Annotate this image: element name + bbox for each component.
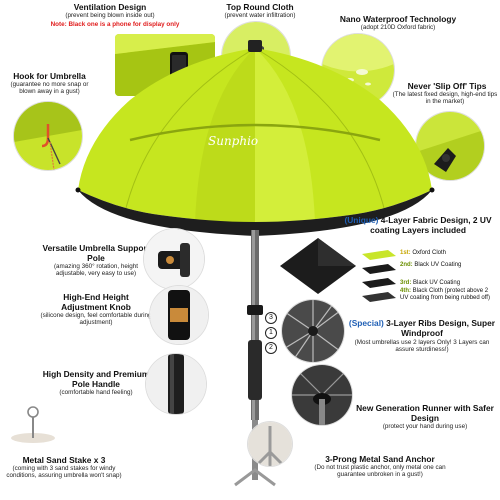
pole-joint-photo — [144, 229, 204, 289]
ventilation-subtitle: (prevent being blown inside out) — [65, 12, 155, 19]
marker-1-badge: 1 — [265, 327, 277, 339]
ribs-title-prefix: (Special) — [348, 318, 384, 328]
pole-subtitle: (amazing 360° rotation, height adjustabl… — [53, 263, 139, 278]
fabric-layer-diagram — [358, 248, 398, 308]
top-cloth-title: Top Round Cloth — [226, 2, 294, 12]
layer-text: Black UV Coating — [413, 280, 461, 286]
runner-title: New Generation Runner with Safer Design — [356, 403, 494, 423]
ventilation-title: Ventilation Design — [73, 2, 147, 12]
handle-title: High Density and Premium Pole Handle — [42, 369, 150, 389]
nano-subtitle: (adopt 210D Oxford fabric) — [360, 24, 436, 31]
layer-number: 2nd: — [400, 262, 413, 268]
layer-text: Black Cloth (protect above 2 UV coating … — [400, 288, 490, 301]
layer-number: 4th: — [400, 288, 411, 294]
hook-subtitle: (guarantee no more snap or blown away in… — [10, 81, 89, 96]
fabric-layer-3: 3rd: Black UV Coating — [400, 280, 498, 287]
ribs-title-text: 3-Layer Ribs Design, Super Windproof — [386, 318, 496, 338]
anchor-subtitle: (Do not trust plastic anchor, only metal… — [314, 464, 446, 479]
umbrella-illustration — [60, 40, 450, 500]
stake-title: Metal Sand Stake x 3 — [22, 455, 106, 465]
slip-subtitle: (The latest fixed design, high-end tips … — [392, 91, 498, 106]
anchor-photo — [248, 422, 292, 466]
rib-number-badge: 3 — [265, 312, 277, 324]
runner-subtitle: (protect your hand during use) — [382, 423, 468, 430]
fabric-title-text: 4-Layer Fabric Design, 2 UV coating Laye… — [370, 215, 492, 235]
marker-2-badge: 2 — [265, 342, 277, 354]
layer-number: 1st: — [400, 250, 411, 256]
top-cloth-subtitle: (prevent water infiltration) — [224, 12, 296, 19]
fabric-layer-2: 2nd: Black UV Coating — [400, 262, 498, 269]
anchor-title: 3-Prong Metal Sand Anchor — [325, 454, 435, 464]
nano-title: Nano Waterproof Technology — [339, 14, 457, 24]
fabric-layer-4: 4th: Black Cloth (protect above 2 UV coa… — [400, 288, 498, 302]
brand-logo: Sunphio — [208, 134, 259, 148]
layer-text: Oxford Cloth — [412, 250, 447, 256]
runner-photo — [292, 365, 352, 425]
slip-title: Never 'Slip Off' Tips — [407, 81, 487, 91]
ventilation-note: Note: Black one is a phone for display o… — [50, 21, 180, 28]
hook-photo — [14, 102, 82, 170]
fabric-photo — [278, 236, 358, 296]
fabric-layer-1: 1st: Oxford Cloth — [400, 250, 498, 257]
pole-title: Versatile Umbrella Support Pole — [42, 243, 150, 263]
layer-number: 3rd: — [400, 280, 412, 286]
knob-subtitle: (silicone design, feel comfortable durin… — [40, 312, 152, 327]
knob-photo — [150, 286, 208, 344]
stake-photo — [10, 404, 56, 444]
layer-text: Black UV Coating — [414, 262, 462, 268]
ribs-subtitle: (Most umbrellas use 2 layers Only! 3 Lay… — [354, 339, 490, 354]
slip-tip-photo — [416, 112, 484, 180]
fabric-title-prefix: (Unique) — [344, 215, 379, 225]
stake-subtitle: (coming with 3 sand stakes for windy con… — [6, 465, 122, 480]
nano-photo — [322, 34, 394, 106]
fabric-title: (Unique) 4-Layer Fabric Design, 2 UV coa… — [338, 215, 498, 235]
knob-title: High-End Height Adjustment Knob — [61, 292, 131, 312]
hook-title: Hook for Umbrella — [13, 71, 86, 81]
ribs-photo — [282, 300, 344, 362]
handle-subtitle: (comfortable hand feeling) — [59, 389, 133, 396]
ribs-title: (Special) 3-Layer Ribs Design, Super Win… — [346, 318, 498, 338]
handle-photo — [146, 354, 206, 414]
